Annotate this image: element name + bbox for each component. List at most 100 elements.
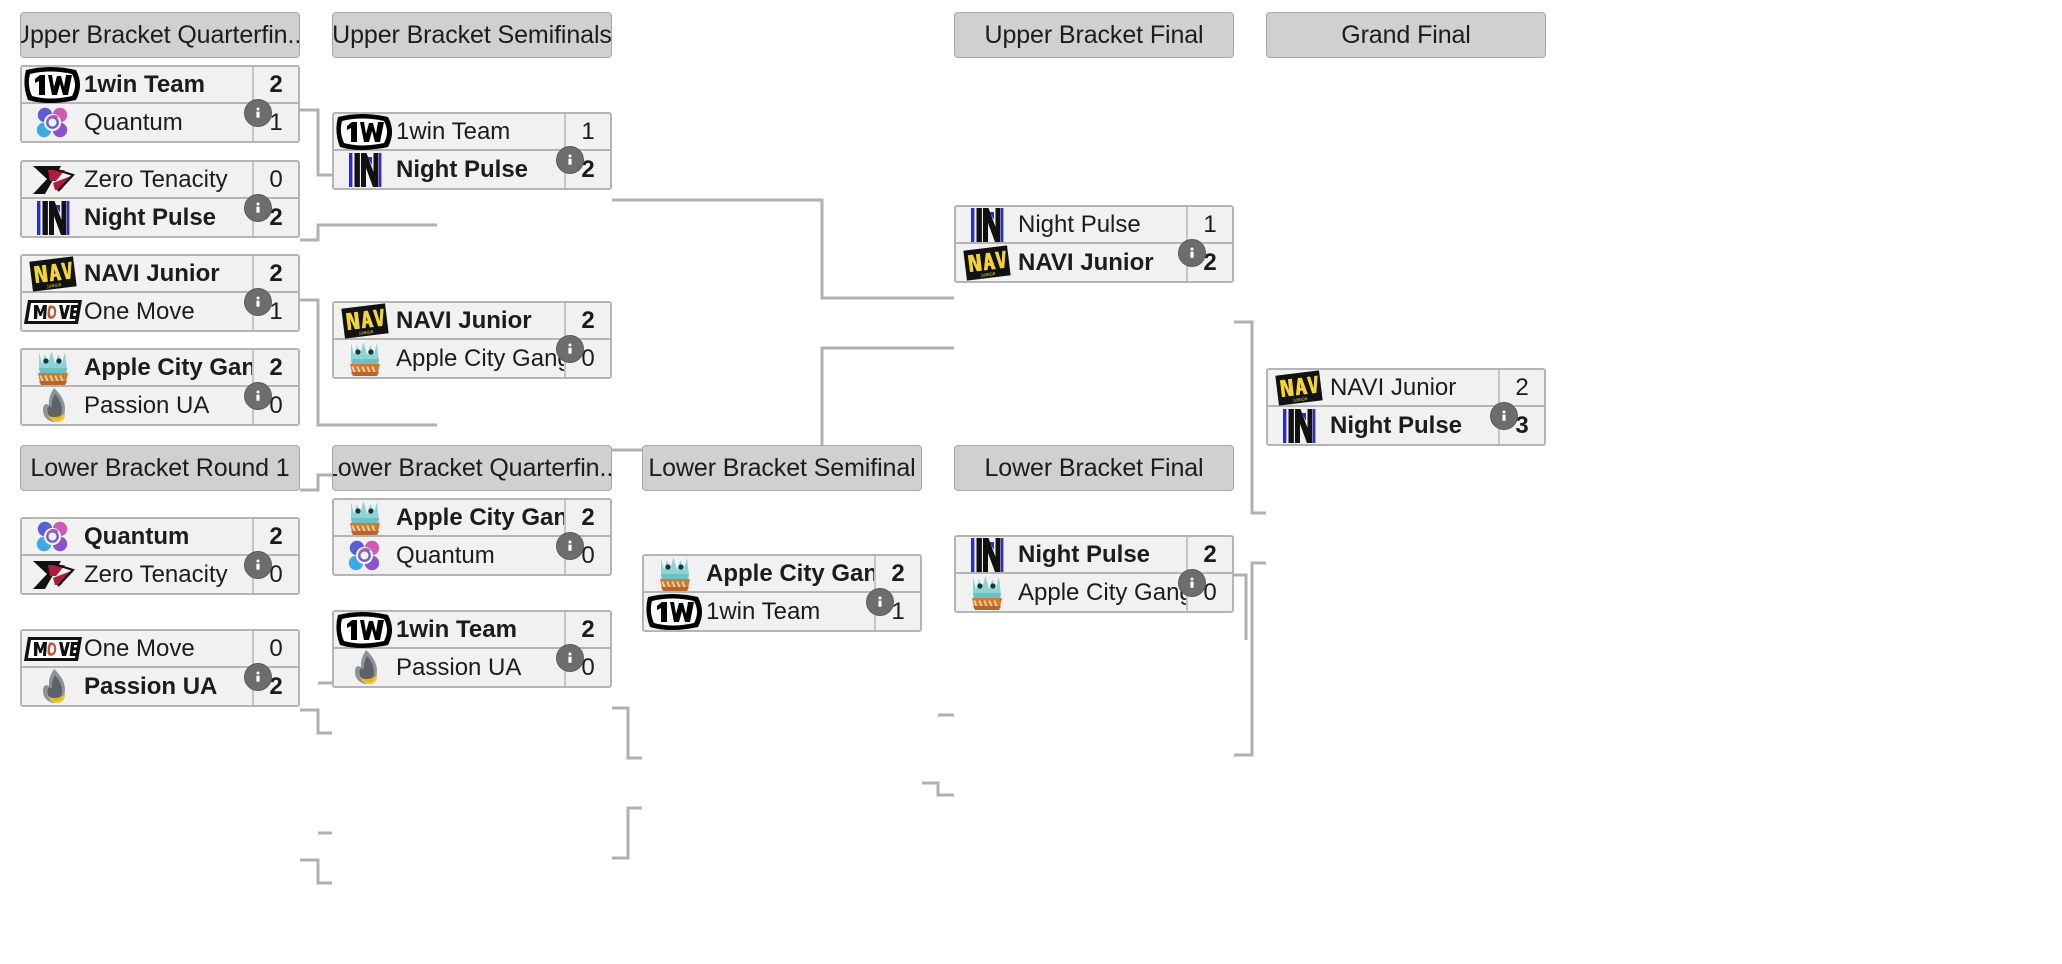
- info-icon[interactable]: [556, 532, 584, 560]
- match-card[interactable]: Apple City Gang 2 1win Team 1: [642, 554, 922, 632]
- team-logo: [22, 293, 84, 330]
- team-logo: [644, 556, 706, 591]
- match-card[interactable]: One Move 0 Passion UA 2: [20, 629, 300, 707]
- info-glyph: [568, 343, 572, 354]
- team-name: Night Pulse: [396, 155, 529, 183]
- team-row[interactable]: Apple City Gang 2: [334, 500, 610, 537]
- 1win-logo: [646, 593, 702, 630]
- team-score: 0: [252, 631, 298, 666]
- match-card[interactable]: Night Pulse 1 JUNIOR NAVI Junior 2: [954, 205, 1234, 283]
- team-row[interactable]: Zero Tenacity 0: [22, 162, 298, 199]
- match-card[interactable]: JUNIOR NAVI Junior 2 Night Pulse 3: [1266, 368, 1546, 446]
- quantum-logo: [348, 540, 380, 570]
- team-name: NAVI Junior: [396, 306, 532, 334]
- team-row[interactable]: One Move 0: [22, 631, 298, 668]
- info-glyph: [1190, 577, 1194, 588]
- info-glyph: [256, 671, 260, 682]
- team-logo: [334, 537, 396, 574]
- match-card[interactable]: Night Pulse 2 Apple City Gang 0: [954, 535, 1234, 613]
- match-card[interactable]: Apple City Gang 2 Quantum 0: [332, 498, 612, 576]
- match-card[interactable]: 1win Team 1 Night Pulse 2: [332, 112, 612, 190]
- info-icon[interactable]: [244, 99, 272, 127]
- team-row[interactable]: Quantum 2: [22, 519, 298, 556]
- info-icon[interactable]: [244, 663, 272, 691]
- info-icon[interactable]: [244, 551, 272, 579]
- team-row[interactable]: Passion UA 0: [334, 649, 610, 686]
- match-inner: 1win Team 2 Passion UA 0: [334, 612, 610, 686]
- team-row[interactable]: Apple City Gang 0: [956, 574, 1232, 611]
- zero-tenacity-logo: [33, 165, 75, 194]
- team-row[interactable]: 1win Team 2: [22, 67, 298, 104]
- round-header-ubf: Upper Bracket Final: [954, 12, 1234, 58]
- team-name: Apple City Gang: [1018, 578, 1186, 606]
- svg-text:JUNIOR: JUNIOR: [980, 271, 996, 278]
- info-icon[interactable]: [244, 288, 272, 316]
- apple-city-gang-logo: [972, 575, 1002, 610]
- match-card[interactable]: JUNIOR NAVI Junior 2 One Move 1: [20, 254, 300, 332]
- team-logo: [334, 114, 396, 150]
- team-row[interactable]: Apple City Gang 2: [22, 350, 298, 387]
- team-name: Passion UA: [396, 653, 522, 681]
- apple-city-gang-logo: [660, 556, 690, 591]
- match-card[interactable]: JUNIOR NAVI Junior 2: [332, 301, 612, 379]
- match-inner: Night Pulse 2 Apple City Gang 0: [956, 537, 1232, 611]
- team-logo: [956, 537, 1018, 572]
- team-row[interactable]: Night Pulse 2: [956, 537, 1232, 574]
- team-row[interactable]: JUNIOR NAVI Junior 2: [1268, 370, 1544, 407]
- team-logo: [22, 556, 84, 593]
- team-name: Apple City Gang: [84, 353, 252, 381]
- info-icon[interactable]: [244, 194, 272, 222]
- info-glyph: [568, 540, 572, 551]
- team-logo: [644, 593, 706, 630]
- team-row[interactable]: JUNIOR NAVI Junior 2: [22, 256, 298, 293]
- team-row[interactable]: JUNIOR NAVI Junior 2: [334, 303, 610, 340]
- info-icon[interactable]: [866, 588, 894, 616]
- info-icon[interactable]: [556, 644, 584, 672]
- team-logo: [334, 151, 396, 188]
- team-logo: [22, 631, 84, 666]
- info-glyph: [256, 296, 260, 307]
- match-card[interactable]: 1win Team 2 Quantum 1: [20, 65, 300, 143]
- team-logo: JUNIOR: [956, 244, 1018, 281]
- team-score: 2: [564, 612, 610, 647]
- team-name: NAVI Junior: [1330, 373, 1457, 401]
- svg-text:JUNIOR: JUNIOR: [46, 282, 62, 289]
- info-glyph: [1190, 247, 1194, 258]
- team-name: 1win Team: [396, 615, 517, 643]
- team-row[interactable]: Night Pulse 1: [956, 207, 1232, 244]
- match-card[interactable]: Quantum 2 Zero Tenacity 0: [20, 517, 300, 595]
- team-logo: JUNIOR: [22, 256, 84, 292]
- team-score: 2: [252, 350, 298, 385]
- team-name: NAVI Junior: [84, 259, 220, 287]
- team-logo: [22, 350, 84, 385]
- info-glyph: [878, 596, 882, 607]
- team-row[interactable]: Apple City Gang 2: [644, 556, 920, 593]
- team-score: 2: [564, 500, 610, 535]
- info-icon[interactable]: [556, 335, 584, 363]
- info-icon[interactable]: [1490, 402, 1518, 430]
- team-logo: [22, 67, 84, 103]
- team-logo: [22, 162, 84, 197]
- info-icon[interactable]: [1178, 239, 1206, 267]
- match-card[interactable]: 1win Team 2 Passion UA 0: [332, 610, 612, 688]
- team-name: NAVI Junior: [1018, 248, 1154, 276]
- team-row[interactable]: 1win Team 1: [334, 114, 610, 151]
- team-name: Quantum: [396, 541, 495, 569]
- match-card[interactable]: Apple City Gang 2 Passion UA 0: [20, 348, 300, 426]
- team-score: 1: [1186, 207, 1232, 242]
- round-header-lbf: Lower Bracket Final: [954, 445, 1234, 491]
- round-header-lbqf: Lower Bracket Quarterfin...: [332, 445, 612, 491]
- 1win-logo: [336, 114, 392, 150]
- night-pulse-logo: [971, 207, 1004, 242]
- team-score: 1: [564, 114, 610, 149]
- team-row[interactable]: 1win Team 2: [334, 612, 610, 649]
- team-score: 2: [874, 556, 920, 591]
- 1win-logo: [336, 612, 392, 648]
- match-card[interactable]: Zero Tenacity 0 Night Pulse 2: [20, 160, 300, 238]
- info-icon[interactable]: [556, 146, 584, 174]
- navi-junior-logo: JUNIOR: [1275, 370, 1323, 406]
- info-icon[interactable]: [244, 382, 272, 410]
- team-logo: [334, 649, 396, 686]
- team-row[interactable]: Passion UA 0: [22, 387, 298, 424]
- info-icon[interactable]: [1178, 569, 1206, 597]
